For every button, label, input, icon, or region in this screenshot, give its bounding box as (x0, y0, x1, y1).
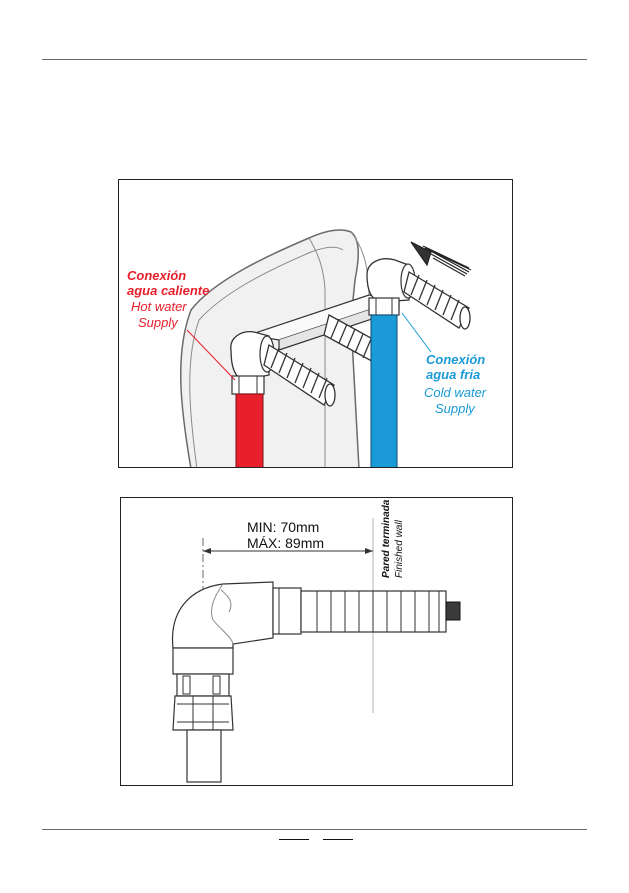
dimension-min: MIN: 70mm (247, 519, 320, 535)
hot-label-en-line1: Hot water (131, 299, 187, 314)
footer-rule (42, 829, 587, 830)
header-rule (42, 59, 587, 60)
page-number-mark-left (279, 839, 309, 840)
dimension-max: MÁX: 89mm (247, 535, 325, 551)
installation-figure: Conexión agua caliente Hot water Supply … (118, 179, 513, 468)
cold-label-en-line2: Supply (435, 401, 475, 416)
cold-label-es-line2: agua fria (426, 367, 481, 382)
dimension-figure: MIN: 70mm MÁX: 89mm Pared terminada Fini… (120, 497, 513, 786)
page-number-mark-right (323, 839, 353, 840)
cold-label-es-line1: Conexión (426, 352, 486, 367)
finished-wall-label-en: Finished wall (394, 520, 405, 578)
hot-label-es-line2: agua caliente (127, 283, 210, 298)
installation-drawing (179, 229, 472, 467)
cold-label-en-line1: Cold water (424, 385, 487, 400)
dimension-drawing (171, 518, 461, 783)
hot-label-en-line2: Supply (138, 315, 178, 330)
hot-label-es-line1: Conexión (127, 268, 187, 283)
